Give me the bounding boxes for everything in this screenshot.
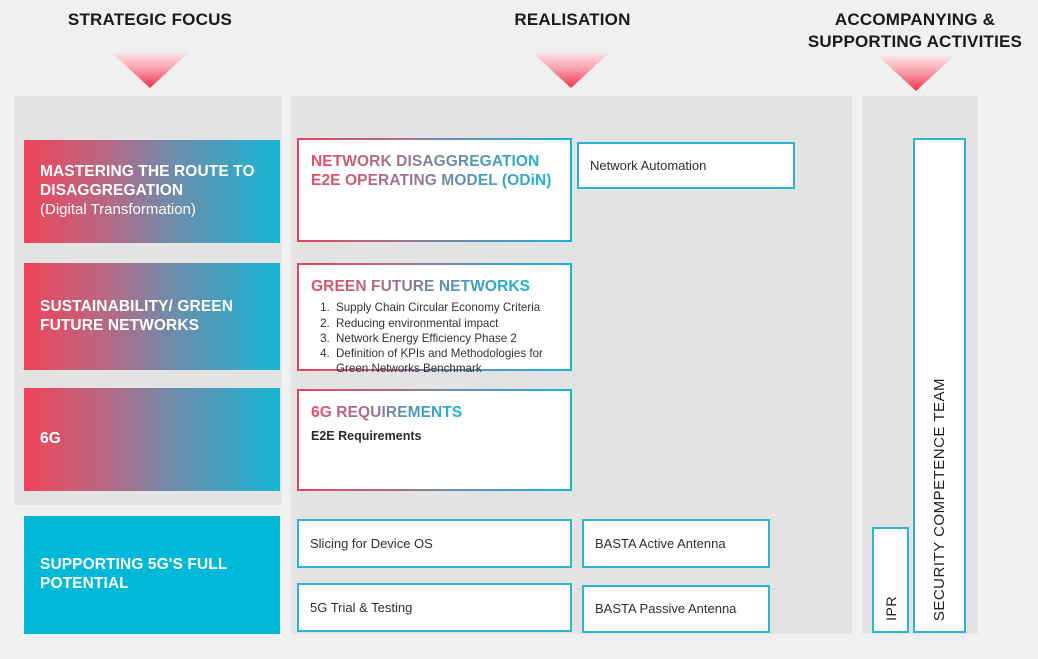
card-label-vertical: IPR [882,596,899,621]
down-arrow-icon-realisation [533,53,609,88]
card-label-vertical: SECURITY COMPETENCE TEAM [931,377,948,621]
card-basta-active-antenna[interactable]: BASTA Active Antenna [582,519,770,568]
pillar-supporting-5g-full-potential[interactable]: SUPPORTING 5G'S FULL POTENTIAL [24,516,280,634]
card-title: 6G REQUIREMENTS [311,404,463,421]
list-item: Network Energy Efficiency Phase 2 [333,331,558,346]
list-item: Reducing environmental impact [333,316,558,331]
pillar-6g[interactable]: 6G [24,388,280,491]
list-item: Definition of KPIs and Methodologies for… [333,346,558,377]
down-arrow-icon-strategic [112,53,188,88]
card-label: BASTA Passive Antenna [595,601,737,617]
card-6g-requirements[interactable]: 6G REQUIREMENTS E2E Requirements [297,389,572,491]
pillar-title: SUSTAINABILITY/ GREEN FUTURE NETWORKS [40,297,233,334]
column-header-strategic-focus: STRATEGIC FOCUS [67,10,233,29]
pillar-subtitle: (Digital Transformation) [40,201,196,219]
list-item: Supply Chain Circular Economy Criteria [333,300,558,315]
card-green-future-networks[interactable]: GREEN FUTURE NETWORKS Supply Chain Circu… [297,263,572,375]
card-basta-passive-antenna[interactable]: BASTA Passive Antenna [582,585,770,633]
card-label: BASTA Active Antenna [595,535,726,551]
column-header-accompanying-supporting-activities: ACCOMPANYING & SUPPORTING ACTIVITIES [807,10,1023,51]
green-future-networks-list: Supply Chain Circular Economy Criteria R… [311,300,558,376]
card-title: NETWORK DISAGGREGATION E2E OPERATING MOD… [311,152,558,190]
pillar-sustainability-green-future-networks[interactable]: SUSTAINABILITY/ GREEN FUTURE NETWORKS [24,263,280,370]
card-5g-trial-and-testing[interactable]: 5G Trial & Testing [297,583,572,632]
card-security-competence-team[interactable]: SECURITY COMPETENCE TEAM [913,138,966,633]
pillar-title: 6G [40,430,61,448]
card-label: 5G Trial & Testing [310,599,413,615]
card-label: Network Automation [590,157,707,173]
pillar-title: MASTERING THE ROUTE TO DISAGGREGATION [40,163,255,200]
pillar-title: SUPPORTING 5G'S FULL POTENTIAL [40,556,228,592]
card-slicing-for-device-os[interactable]: Slicing for Device OS [297,519,572,568]
card-subtitle: E2E Requirements [311,429,422,444]
card-title: GREEN FUTURE NETWORKS [311,278,531,295]
card-label: Slicing for Device OS [310,535,433,551]
card-network-automation[interactable]: Network Automation [577,142,795,189]
card-ipr[interactable]: IPR [872,527,909,633]
down-arrow-icon-accompanying [878,56,954,91]
pillar-mastering-route-to-disaggregation[interactable]: MASTERING THE ROUTE TO DISAGGREGATION (D… [24,140,280,243]
column-header-realisation: REALISATION [514,10,631,29]
card-network-disaggregation-odin[interactable]: NETWORK DISAGGREGATION E2E OPERATING MOD… [297,138,572,242]
